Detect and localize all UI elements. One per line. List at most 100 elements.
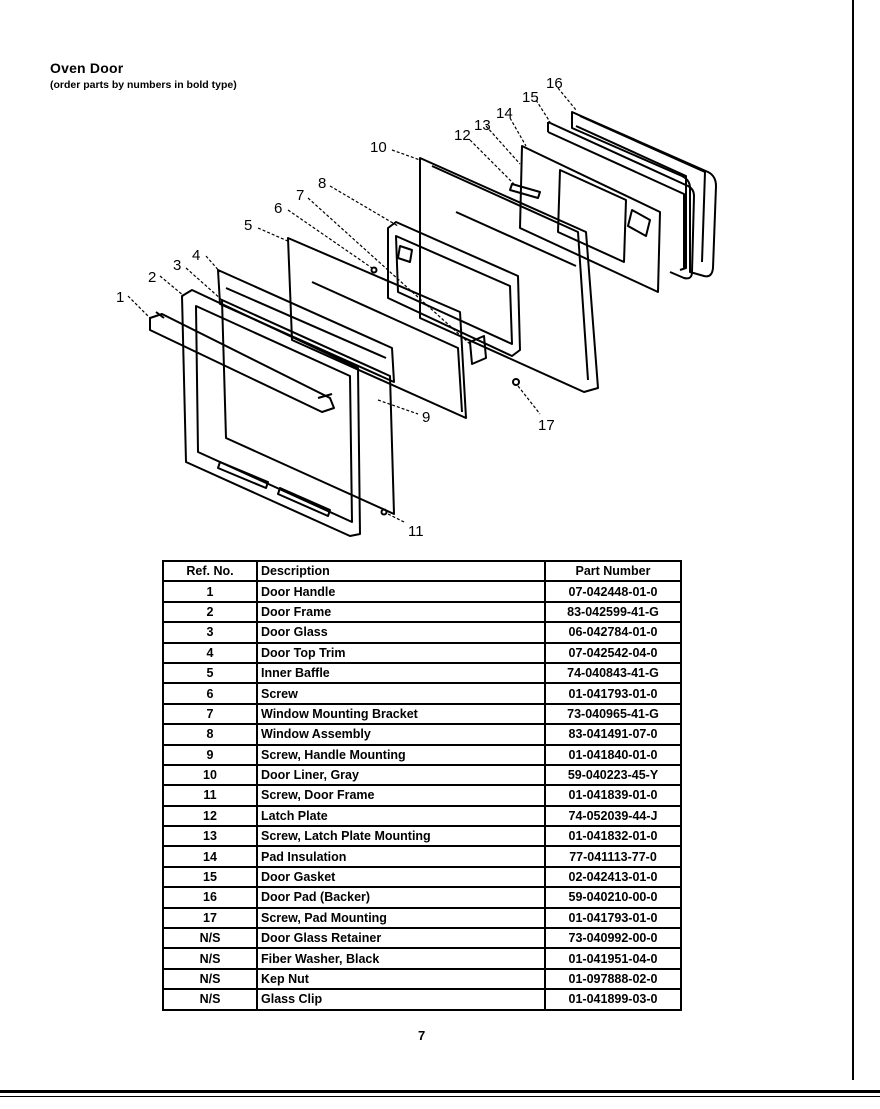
part-door-pad [571,111,717,278]
callout-2: 2 [148,269,156,286]
header-description: Description [256,559,546,583]
part-screw-pad-mounting [512,378,520,386]
part-door-top-trim [217,269,395,383]
row-description: Glass Clip [256,988,546,1011]
row-part-number: 74-040843-41-G [544,661,682,685]
row-ref-no: N/S [162,927,258,950]
row-part-number: 77-041113-77-0 [544,845,682,868]
row-ref-no: 16 [162,886,258,909]
page-subtitle: (order parts by numbers in bold type) [50,79,237,91]
row-part-number: 74-052039-44-J [544,804,682,828]
row-description: Door Top Trim [256,641,546,664]
row-part-number: 01-041840-01-0 [544,743,682,766]
row-ref-no: 14 [162,845,258,868]
row-part-number: 01-041951-04-0 [544,947,682,970]
row-description: Door Handle [256,580,546,603]
row-ref-no: 7 [162,702,258,726]
row-ref-no: 8 [162,723,258,746]
row-ref-no: 4 [162,641,258,664]
leader-17 [517,385,541,415]
page-edge-bottom-thin [0,1096,880,1097]
parts-table-header-row: Ref. No. Description Part Number [162,559,682,583]
callout-12: 12 [454,127,471,144]
exploded-parts-diagram: 1 2 3 4 5 6 7 8 9 10 11 12 13 14 15 16 1… [116,75,717,540]
page-title: Oven Door [50,60,124,76]
part-door-liner [419,157,599,393]
row-part-number: 07-042542-04-0 [544,641,682,664]
callout-17: 17 [538,417,555,434]
row-ref-no: N/S [162,988,258,1011]
row-part-number: 01-041839-01-0 [544,784,682,807]
row-ref-no: 15 [162,865,258,889]
callout-16: 16 [546,75,563,92]
row-part-number: 07-042448-01-0 [544,580,682,603]
row-description: Kep Nut [256,967,546,991]
row-description: Screw, Pad Mounting [256,906,546,930]
row-description: Door Gasket [256,865,546,889]
row-part-number: 01-041832-01-0 [544,825,682,848]
page-edge-right [852,0,854,1080]
row-part-number: 01-097888-02-0 [544,967,682,991]
header-ref-no: Ref. No. [162,559,258,583]
row-ref-no: 9 [162,743,258,766]
row-ref-no: 13 [162,825,258,848]
row-ref-no: 2 [162,600,258,624]
leader-13 [485,125,521,165]
row-description: Fiber Washer, Black [256,947,546,970]
row-ref-no: 17 [162,906,258,930]
callout-13: 13 [474,117,491,134]
part-door-frame [181,289,361,537]
row-description: Door Liner, Gray [256,763,546,787]
row-ref-no: 1 [162,580,258,603]
callout-3: 3 [173,257,181,274]
row-description: Latch Plate [256,804,546,828]
part-window-mounting-bracket [469,335,487,365]
leader-4 [205,255,221,273]
leader-7 [307,197,471,345]
page-number: 7 [418,1028,426,1043]
part-pad-insulation [519,145,661,293]
callout-10: 10 [370,139,387,156]
leader-15 [535,99,551,123]
leader-3 [185,267,223,301]
row-ref-no: 5 [162,661,258,685]
part-inner-baffle [287,237,467,419]
part-door-handle [149,311,335,413]
part-screw [370,266,378,274]
leader-10 [391,149,421,161]
row-description: Door Glass [256,621,546,644]
leader-2 [159,275,185,297]
page-edge-bottom [0,1090,880,1093]
callout-7: 7 [296,187,304,204]
row-part-number: 73-040965-41-G [544,702,682,726]
part-door-glass [221,299,395,515]
header-part-number: Part Number [544,559,682,583]
callout-14: 14 [496,105,513,122]
row-description: Window Mounting Bracket [256,702,546,726]
callout-6: 6 [274,200,282,217]
row-description: Inner Baffle [256,661,546,685]
row-ref-no: N/S [162,947,258,970]
leader-5 [257,227,291,243]
row-description: Window Assembly [256,723,546,746]
row-part-number: 06-042784-01-0 [544,621,682,644]
row-part-number: 02-042413-01-0 [544,865,682,889]
callout-1: 1 [116,289,124,306]
row-ref-no: 10 [162,763,258,787]
